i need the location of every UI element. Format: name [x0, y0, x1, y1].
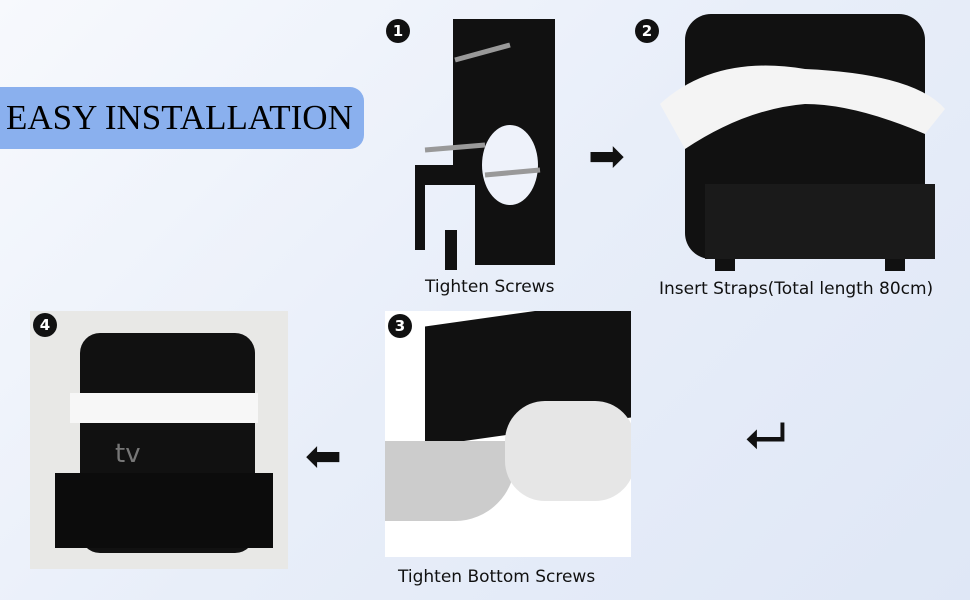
arrow-right-icon: ➡	[588, 131, 625, 182]
mounted-tv-box-photo: tv	[30, 311, 288, 569]
apple-tv-logo: tv	[115, 439, 141, 469]
step-number-2: 2	[635, 19, 659, 43]
bottom-screw-photo	[385, 311, 631, 557]
step-number-1: 1	[386, 19, 410, 43]
step-1-caption: Tighten Screws	[425, 277, 555, 297]
step-number-3: 3	[388, 314, 412, 338]
step-2-caption: Insert Straps(Total length 80cm)	[659, 279, 934, 299]
arrow-down-left-icon: ⮠	[745, 406, 787, 466]
arrow-left-icon: ⬅	[305, 431, 342, 482]
step-number-4: 4	[33, 313, 57, 337]
bracket-with-strap-image	[660, 14, 945, 271]
page-title: EASY INSTALLATION	[0, 87, 364, 149]
step-3-caption: Tighten Bottom Screws	[398, 567, 596, 587]
bracket-with-screws-image	[415, 19, 555, 270]
